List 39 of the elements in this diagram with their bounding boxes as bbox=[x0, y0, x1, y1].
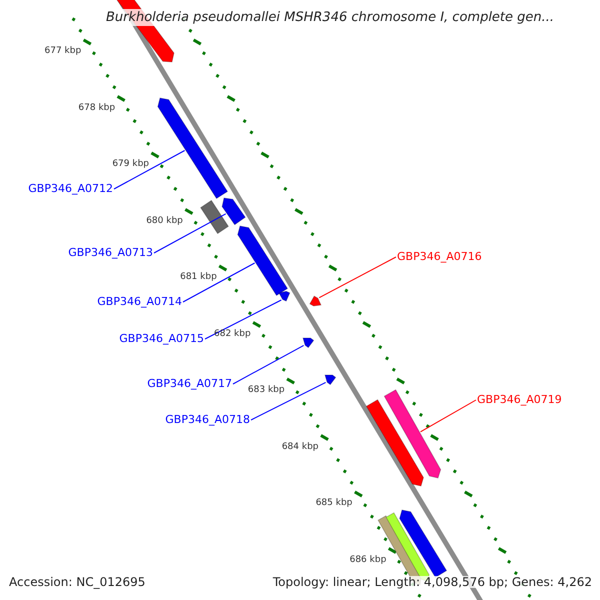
tick-label: 682 kbp bbox=[214, 330, 251, 338]
gene-feature bbox=[366, 399, 424, 486]
tick-label: 685 kbp bbox=[316, 499, 352, 508]
leader-line bbox=[250, 382, 326, 420]
gene-feature bbox=[384, 389, 442, 478]
gene-label: GBP346_A0715 bbox=[119, 332, 204, 344]
tick-label: 680 kbp bbox=[146, 216, 183, 226]
leader-line bbox=[154, 213, 226, 254]
tick-label: 678 kbp bbox=[78, 104, 116, 112]
leader-line bbox=[114, 150, 186, 190]
leader-line bbox=[232, 344, 304, 384]
leader-line bbox=[318, 256, 396, 298]
gene-label: GBP346_A0718 bbox=[165, 414, 250, 424]
gene-feature bbox=[278, 290, 290, 302]
gene-feature bbox=[302, 338, 314, 348]
gene-label: GBP346_A0713 bbox=[68, 246, 153, 258]
genome-summary: Topology: linear; Length: 4,098,576 bp; Genes: 4,262 bbox=[272, 576, 592, 588]
gene-feature bbox=[200, 200, 229, 234]
leader-line bbox=[182, 262, 256, 302]
accession-note: Accession: NC_012695 bbox=[9, 576, 146, 588]
gene-label: GBP346_A0714 bbox=[97, 296, 182, 306]
gene-feature bbox=[309, 296, 322, 306]
leader-line bbox=[204, 300, 282, 340]
tick-label: 686 kbp bbox=[350, 556, 386, 564]
gene-feature bbox=[157, 98, 228, 200]
leader-line bbox=[420, 400, 476, 432]
gene-label: GBP346_A0719 bbox=[477, 394, 562, 404]
gene-label: GBP346_A0717 bbox=[147, 378, 232, 388]
tick-label: 683 kbp bbox=[248, 386, 285, 395]
gene-feature bbox=[324, 374, 336, 386]
gene-label: GBP346_A0712 bbox=[28, 182, 113, 194]
tick-label: 681 kbp bbox=[180, 273, 217, 282]
gene-label: GBP346_A0716 bbox=[397, 250, 482, 262]
tick-label: 684 kbp bbox=[282, 442, 318, 452]
gene-feature bbox=[399, 510, 448, 578]
tick-label: 679 kbp bbox=[112, 160, 149, 169]
gene-feature bbox=[237, 226, 288, 296]
tick-label: 677 kbp bbox=[44, 47, 82, 56]
gene-feature bbox=[222, 198, 246, 226]
